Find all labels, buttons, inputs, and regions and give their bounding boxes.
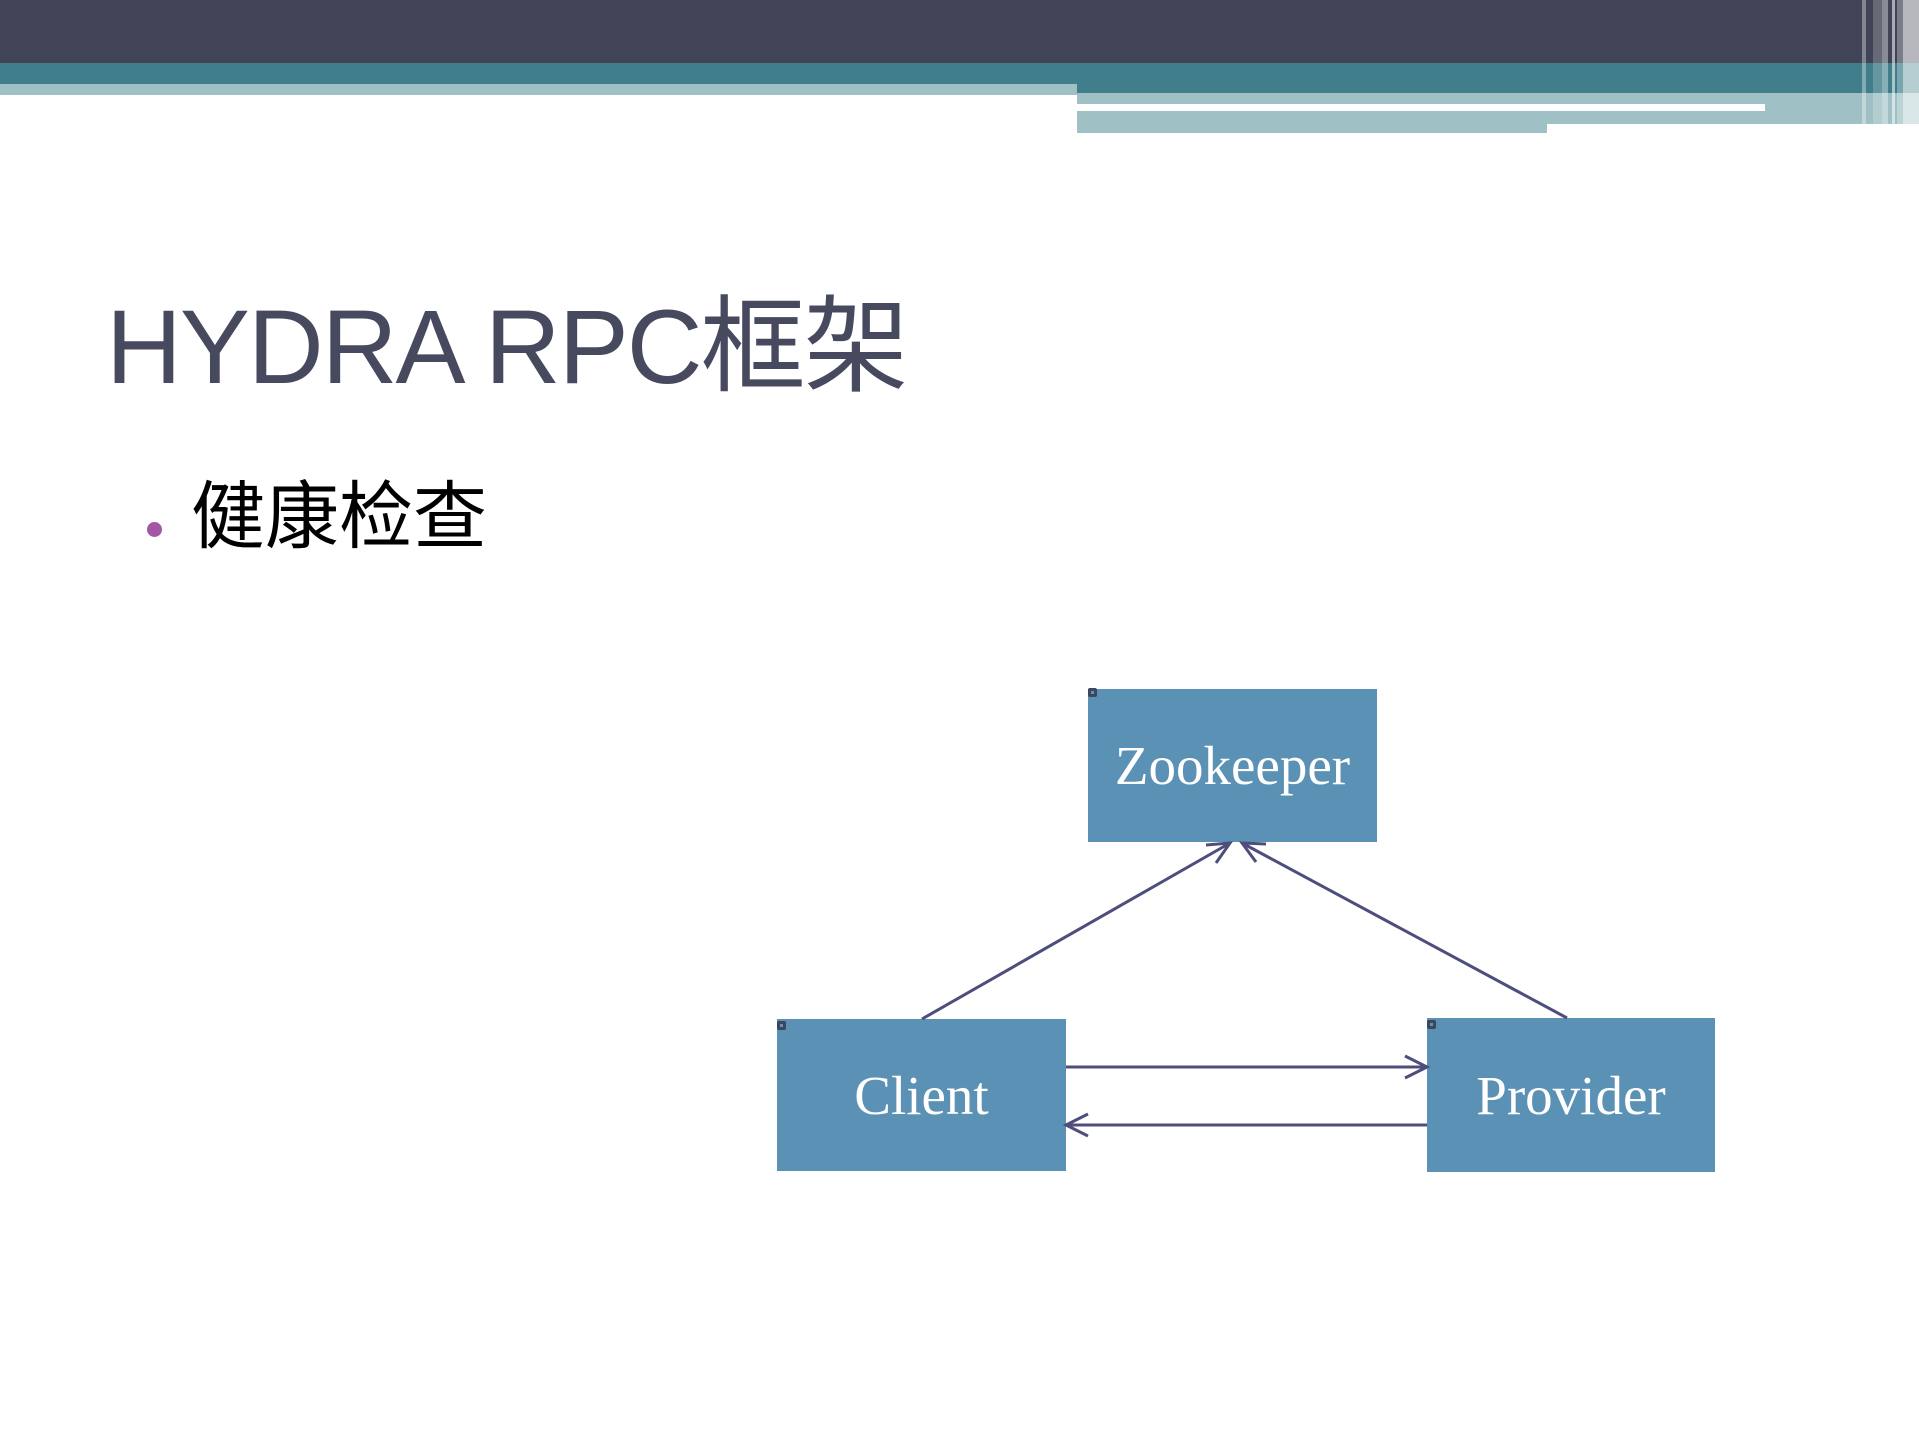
banner-vertical-stripe [1903, 0, 1919, 133]
banner-vertical-stripe [1862, 0, 1866, 133]
node-zookeeper-label: Zookeeper [1114, 735, 1351, 796]
banner-vertical-stripe [1892, 0, 1895, 133]
connector-provider-zookeeper [1241, 841, 1568, 1020]
node-client: Client [777, 1019, 1066, 1171]
connector-client-zookeeper [921, 841, 1231, 1021]
banner-vertical-stripe [1897, 0, 1903, 133]
banner-vertical-stripe [1873, 0, 1882, 133]
node-client-label: Client [854, 1064, 989, 1126]
arrowhead-icon [1205, 841, 1234, 864]
node-provider-label: Provider [1476, 1064, 1666, 1126]
banner-lightteal-strip [0, 84, 1077, 95]
banner-white-line [1077, 104, 1765, 111]
bullet-dot [147, 522, 162, 537]
arrowhead-icon [1238, 841, 1267, 863]
banner-dark-bar [0, 0, 1919, 63]
banner-vertical-stripe [1882, 0, 1888, 133]
banner-white-corner [1547, 124, 1919, 133]
node-provider: Provider [1427, 1018, 1715, 1172]
arrowhead-icon [1404, 1054, 1431, 1080]
bullet-text: 健康检查 [191, 477, 487, 559]
arrowhead-icon [1062, 1112, 1089, 1138]
slide-title: HYDRA RPC框架 [106, 289, 909, 406]
node-zookeeper: Zookeeper [1088, 689, 1377, 842]
